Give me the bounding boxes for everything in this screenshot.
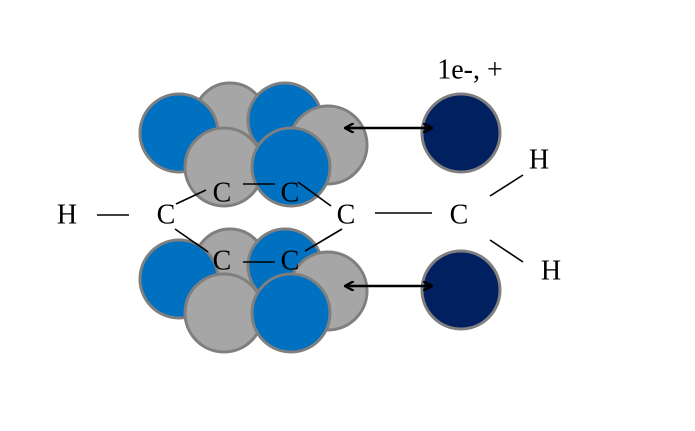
- bonds: [97, 174, 524, 263]
- blue-metal-atom: [250, 272, 332, 354]
- bond-cbot2-cmid: [304, 228, 343, 252]
- atom-c-right: C: [450, 200, 469, 231]
- atom-c-mid: C: [337, 200, 356, 231]
- electron-donor-bottom: [420, 249, 502, 331]
- bond-cright-htop: [489, 174, 524, 197]
- bottom-metal-cluster: [138, 227, 369, 354]
- atom-c-bot-1: C: [213, 246, 232, 277]
- bond-ctop2-cmid: [297, 181, 332, 207]
- atom-c-top-1: C: [213, 178, 232, 209]
- bond-cright-hbottom: [489, 239, 524, 263]
- bond-c-cbot1: [174, 228, 209, 253]
- electron-donor-top: [420, 92, 502, 174]
- atom-h-bottom-right: H: [541, 256, 561, 287]
- bond-c-ctop1: [175, 189, 207, 205]
- atom-c-top-2: C: [281, 178, 300, 209]
- atom-c-left: C: [157, 200, 176, 231]
- top-metal-cluster: [138, 81, 369, 208]
- annotation-label: 1e-, +: [437, 55, 503, 86]
- atom-c-bot-2: C: [281, 246, 300, 277]
- atom-h-top-right: H: [529, 145, 549, 176]
- atom-h-left: H: [57, 200, 77, 231]
- blue-metal-atom: [250, 126, 332, 208]
